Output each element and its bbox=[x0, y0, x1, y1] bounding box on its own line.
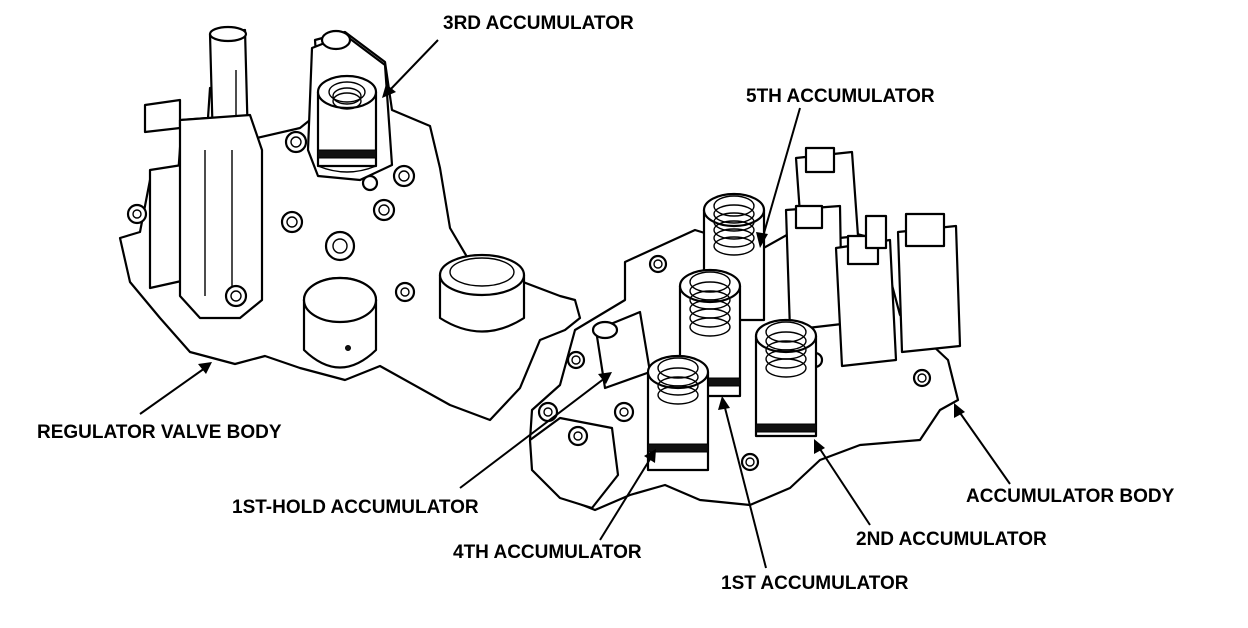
label-regulator-valve-body: REGULATOR VALVE BODY bbox=[37, 422, 282, 443]
regulator-valve-body-illustration bbox=[118, 25, 582, 422]
label-3rd-accumulator: 3RD ACCUMULATOR bbox=[443, 13, 634, 34]
label-4th-accumulator: 4TH ACCUMULATOR bbox=[453, 542, 642, 563]
label-accumulator-body: ACCUMULATOR BODY bbox=[966, 486, 1175, 507]
label-2nd-accumulator: 2ND ACCUMULATOR bbox=[856, 529, 1047, 550]
label-1st-hold-accumulator: 1ST-HOLD ACCUMULATOR bbox=[232, 497, 479, 518]
leader-lines bbox=[139, 39, 1011, 569]
label-1st-accumulator: 1ST ACCUMULATOR bbox=[721, 573, 909, 594]
label-5th-accumulator: 5TH ACCUMULATOR bbox=[746, 86, 935, 107]
accumulator-body-illustration bbox=[528, 146, 962, 512]
